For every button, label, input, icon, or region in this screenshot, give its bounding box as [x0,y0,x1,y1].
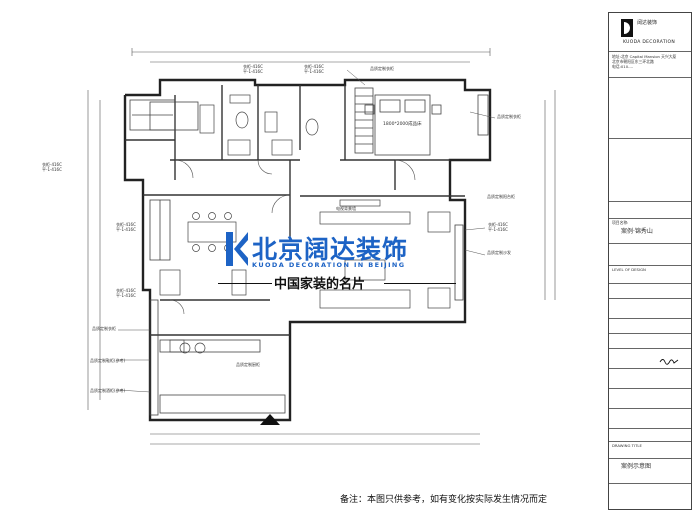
drawing-title-label: DRAWING TITLE [612,443,642,448]
wardrobe-label: 品质定制衣柜 [370,66,394,71]
left-label: 品质定制鞋柜(参考) [90,358,126,363]
brand-name-en: KUODA DECORATION [623,40,676,45]
disclaimer-note: 备注：本图只供参考，如有变化按实际发生情况而定 [340,495,548,505]
floor-plan-drawing [87,48,556,445]
watermark: 北京阔达装饰 KUODA DECORATION IN BEIJING 中国家装的… [218,230,456,300]
address-line: 电话:010-... [612,64,634,69]
drawing-title: 案例示意图 [621,463,652,470]
signature-icon [659,359,679,365]
logo-icon [621,19,633,37]
bed-label: 1800*2000成品床 [383,122,422,127]
address-line: 地址:北京 Capital Mansion 天兴大厦 [612,54,677,59]
kitchen-label: 品质定制厨柜 [236,362,260,367]
left-label: 品质定制酒柜(参考) [90,388,126,393]
project-label: 项目名称: [612,220,629,225]
wardrobe-label: 品质定制衣柜 [497,114,521,119]
brand-mark-icon [226,232,248,266]
watermark-name: 北京阔达装饰 [252,235,409,264]
level-label: LEVEL OF DESIGN [612,267,646,272]
sofa-label: 品质定制沙发 [487,250,511,255]
balcony-label: 品质定制阳台柜 [487,194,515,199]
project-name: 案例·锦秀山 [621,228,653,235]
title-block: 阔达装饰 KUODA DECORATION 地址:北京 Capital Mans… [608,12,692,510]
tv-wall-label: 电视背景墙 [336,206,356,211]
address-line: 北京市朝阳区东三环北路 [612,59,654,64]
watermark-name-en: KUODA DECORATION IN BEIJING [252,261,406,269]
left-label: 品质定制衣柜 [92,326,116,331]
watermark-slogan: 中国家装的名片 [274,277,366,292]
brand-name: 阔达装饰 [637,20,658,26]
